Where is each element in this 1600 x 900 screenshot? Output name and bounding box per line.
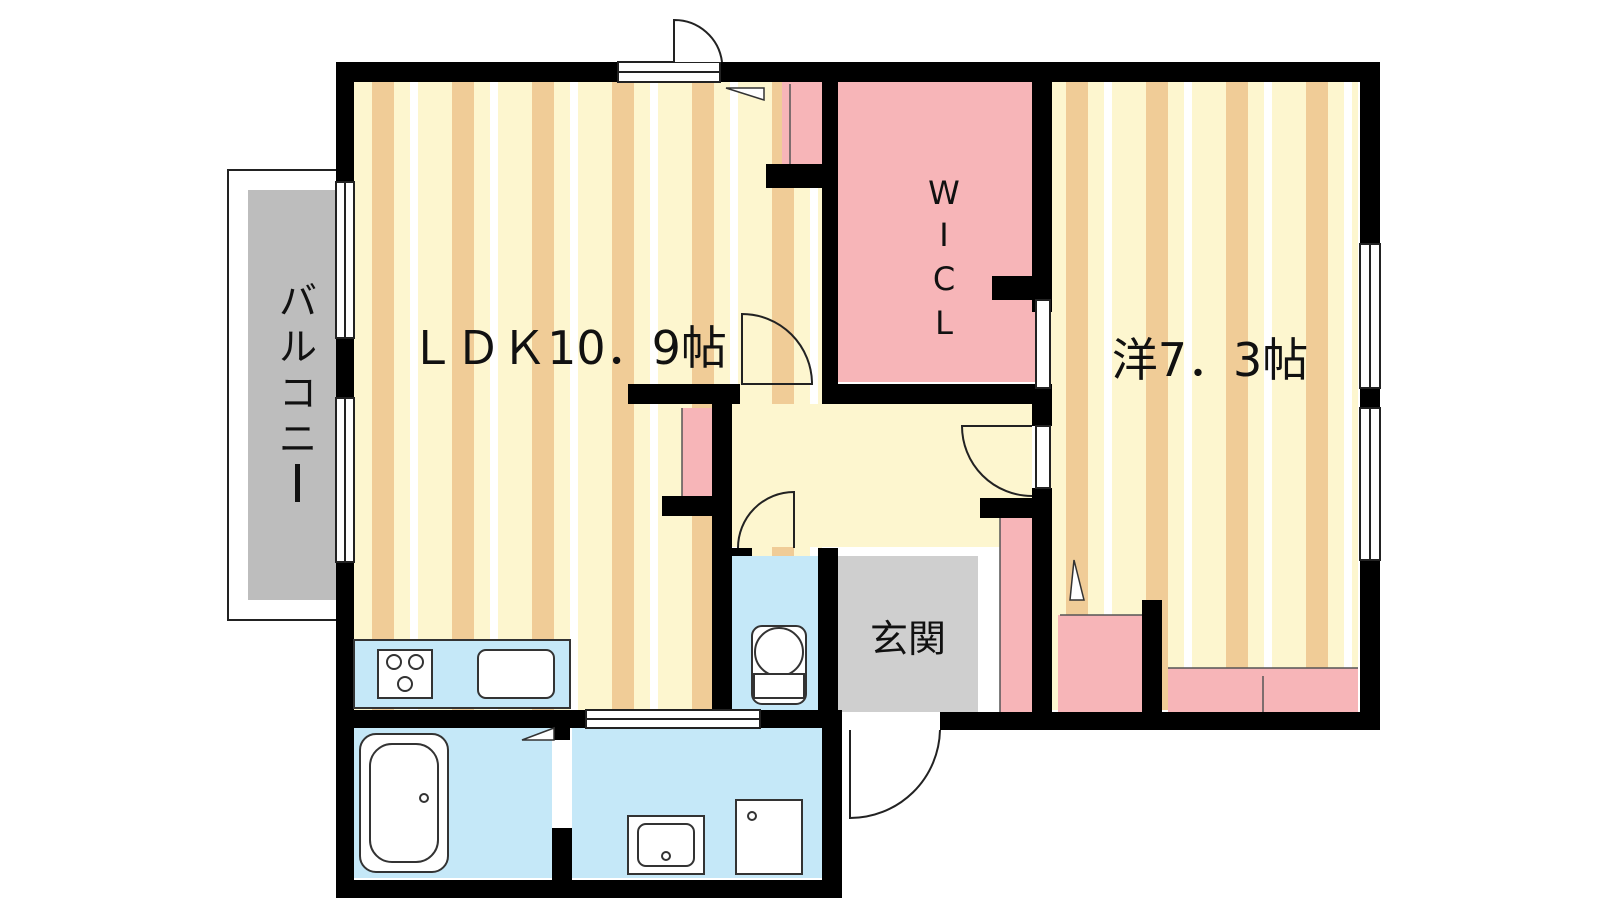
walls	[336, 62, 1380, 898]
washbasin	[627, 815, 705, 875]
balcony-label: バ ル コ ニ ー	[279, 279, 317, 502]
balcony	[227, 169, 339, 621]
wic-char: C	[933, 260, 955, 298]
ldk-label: ＬＤＫ10．9帖	[409, 321, 727, 375]
wic-label: W I C L	[928, 174, 960, 342]
wic-char: W	[928, 174, 960, 212]
balcony-char: コ	[279, 371, 317, 415]
balcony-char: ル	[279, 325, 317, 369]
entrance-floor	[838, 556, 978, 712]
balcony-long-vowel: ー	[295, 464, 300, 502]
windows	[335, 61, 1381, 729]
western-room-floor	[1048, 82, 1358, 710]
wic-char: I	[939, 216, 948, 254]
balcony-char: バ	[279, 279, 317, 323]
entrance-label: 玄関	[870, 617, 946, 661]
bathtub	[359, 733, 449, 873]
laundry-pan	[735, 799, 803, 875]
wic-char: L	[935, 304, 953, 342]
doors	[673, 18, 1051, 820]
direction-marks	[521, 87, 1085, 741]
kitchen-counter	[353, 639, 571, 709]
balcony-char: ニ	[279, 417, 317, 461]
toilet-fixture	[751, 625, 807, 705]
western-room-label: 洋7．3帖	[1112, 333, 1309, 387]
closet-shelf-lines	[681, 84, 1358, 712]
